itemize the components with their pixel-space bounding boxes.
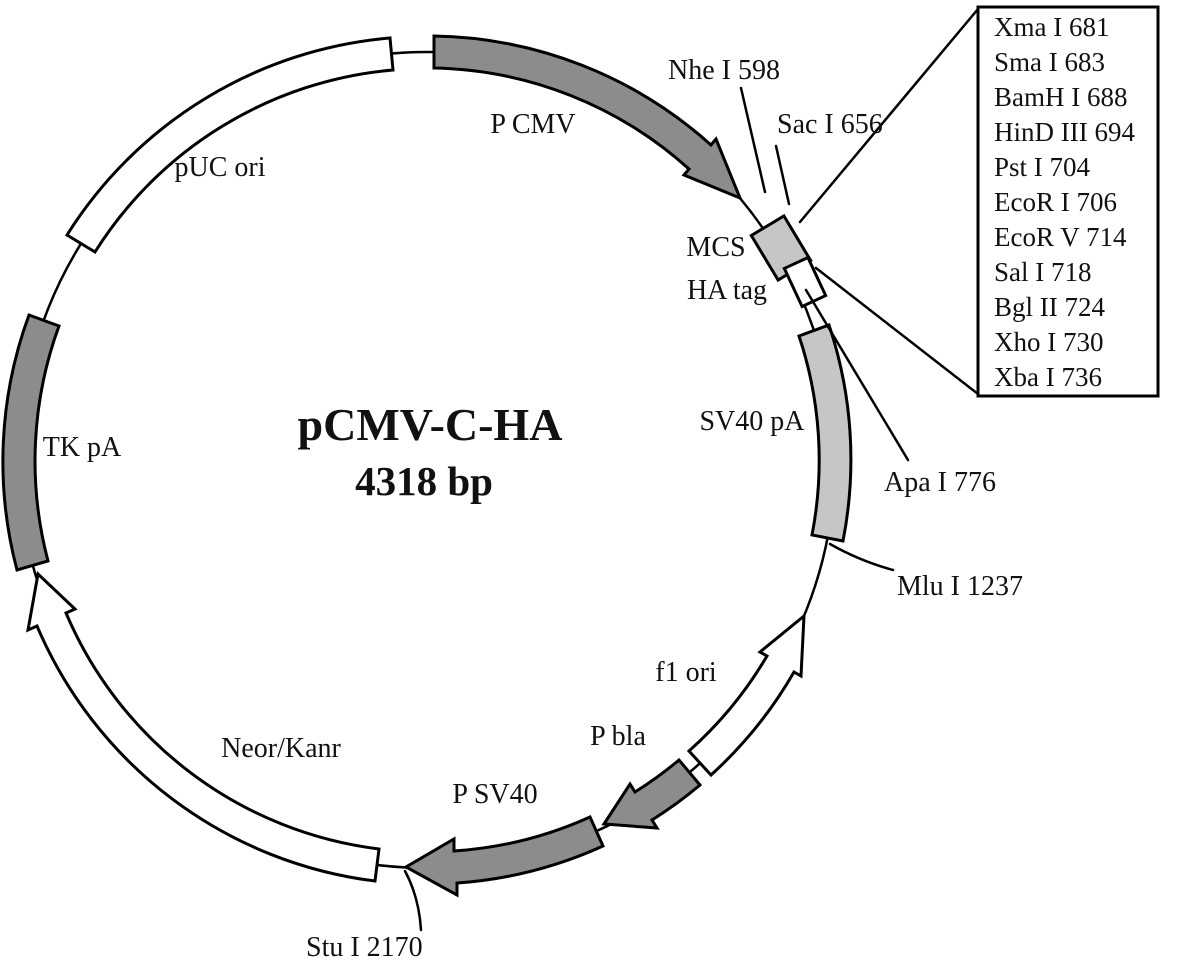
feature-label-p-cmv: P CMV bbox=[490, 109, 575, 140]
feature-label-p-sv40: P SV40 bbox=[452, 779, 537, 810]
mcs-site-item: Xba I 736 bbox=[994, 362, 1102, 392]
feature-arrow-p-bla bbox=[601, 757, 703, 830]
mcs-site-item: Sal I 718 bbox=[994, 257, 1092, 287]
feature-label-neor-kanr: Neor/Kanr bbox=[221, 733, 341, 764]
mcs-site-item: Pst I 704 bbox=[994, 152, 1091, 182]
mcs-site-item: Sma I 683 bbox=[994, 47, 1105, 77]
feature-label-tk-pa: TK pA bbox=[43, 432, 122, 463]
feature-label-f1-ori: f1 ori bbox=[655, 657, 717, 688]
plasmid-title: pCMV-C-HA bbox=[298, 399, 563, 450]
site-label-nhe-i: Nhe I 598 bbox=[668, 55, 780, 86]
mcs-site-item: BamH I 688 bbox=[994, 82, 1127, 112]
mcs-site-item: Bgl II 724 bbox=[994, 292, 1105, 322]
feature-label-p-bla: P bla bbox=[590, 721, 646, 752]
feature-label-mcs: MCS bbox=[686, 232, 745, 263]
feature-box-ha-tag bbox=[782, 255, 828, 309]
feature-arrow-p-sv40 bbox=[402, 815, 605, 898]
mcs-site-item: EcoR V 714 bbox=[994, 222, 1127, 252]
mcs-site-item: Xma I 681 bbox=[994, 12, 1109, 42]
feature-label-sv40-pa: SV40 pA bbox=[699, 406, 805, 437]
leader-line-stu-i bbox=[403, 869, 423, 932]
restriction-sites-box bbox=[976, 5, 1160, 398]
mcs-site-item: EcoR I 706 bbox=[994, 187, 1117, 217]
leader-line-apa-i bbox=[804, 288, 910, 462]
site-label-apa-i: Apa I 776 bbox=[884, 467, 996, 498]
mcs-site-item: Xho I 730 bbox=[994, 327, 1104, 357]
feature-label-ha-tag: HA tag bbox=[687, 275, 767, 306]
site-label-sac-i: Sac I 656 bbox=[777, 109, 883, 140]
feature-arc-tk-pa bbox=[1, 313, 61, 572]
leader-line-mlu-i bbox=[828, 542, 895, 572]
site-label-stu-i: Stu I 2170 bbox=[306, 932, 423, 963]
feature-arc-sv40-pa bbox=[797, 323, 853, 543]
site-label-mlu-i: Mlu I 1237 bbox=[897, 571, 1023, 602]
feature-label-puc-ori: pUC ori bbox=[175, 152, 266, 183]
feature-arc-puc-ori bbox=[64, 36, 395, 255]
callout-connector-bottom bbox=[814, 266, 980, 396]
feature-arrow-neor-kanr bbox=[26, 571, 381, 883]
plasmid-size: 4318 bp bbox=[355, 458, 493, 504]
feature-arrow-f1-ori bbox=[686, 612, 806, 778]
callout-connector-top bbox=[798, 7, 980, 224]
feature-arrow-p-cmv bbox=[432, 34, 743, 201]
mcs-site-item: HinD III 694 bbox=[994, 117, 1135, 147]
leader-line-nhe-i bbox=[739, 86, 767, 194]
leader-line-sac-i bbox=[774, 144, 791, 206]
